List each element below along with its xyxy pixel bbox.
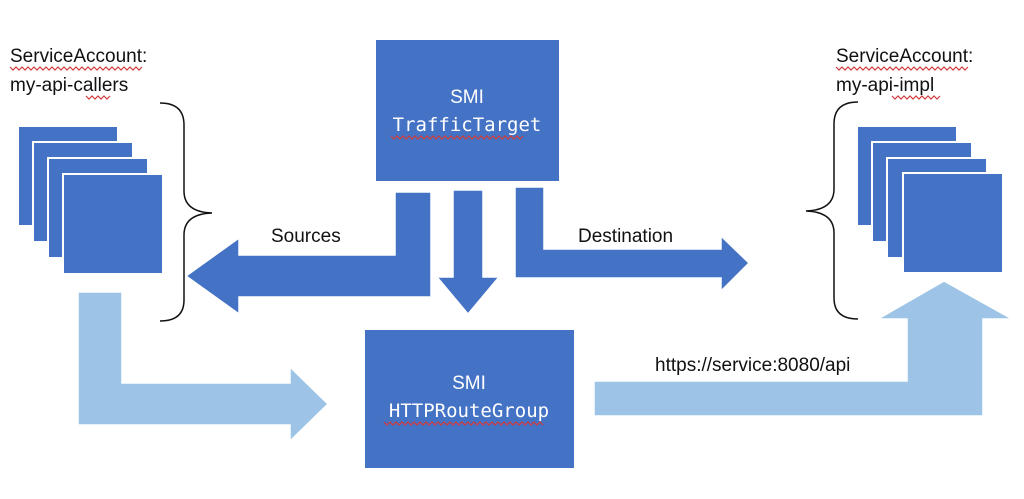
traffic-target-box: [376, 40, 559, 181]
spellcheck-underline: [891, 95, 941, 100]
route-group-name: HTTPRouteGroup: [389, 400, 549, 422]
sources-label: Sources: [271, 226, 341, 247]
destination-arrow: [514, 186, 751, 293]
traffic-target-title: SMI: [450, 87, 484, 108]
url-label: https://service:8080/api: [655, 355, 850, 376]
spellcheck-underline: [390, 135, 524, 140]
caller-to-routegroup-arrow: [77, 291, 330, 443]
sources-arrow: [184, 191, 432, 316]
routegroup-arrow: [435, 189, 501, 316]
right-serviceaccount-name: my-api-impl: [836, 75, 934, 96]
left-serviceaccount-name: my-api-callers: [10, 75, 128, 96]
routegroup-to-impl-arrow: [593, 280, 1015, 417]
right-brace: [805, 101, 859, 320]
spellcheck-underline: [835, 66, 969, 71]
left-brace: [159, 102, 213, 322]
destination-label: Destination: [578, 226, 673, 247]
spellcheck-underline: [9, 66, 143, 71]
spellcheck-underline: [85, 95, 111, 100]
impl-pod-stack: [856, 125, 1004, 274]
route-group-box: [365, 330, 574, 468]
route-group-title: SMI: [452, 373, 486, 394]
caller-pod-stack: [17, 125, 164, 275]
spellcheck-underline: [383, 421, 544, 426]
traffic-target-name: TrafficTarget: [393, 114, 542, 136]
left-serviceaccount-label: ServiceAccount:: [10, 46, 147, 67]
right-serviceaccount-label: ServiceAccount:: [836, 46, 973, 67]
